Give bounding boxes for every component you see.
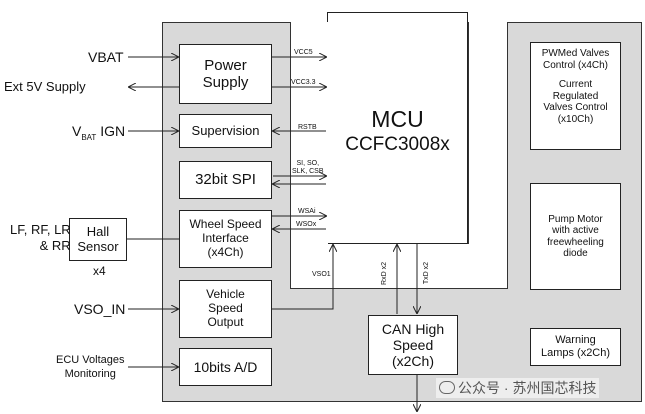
rxd-label: RxD x2: [381, 262, 388, 285]
vehicle-speed-block: Vehicle Speed Output: [179, 280, 272, 338]
warning-lamps-label: Warning Lamps (x2Ch): [540, 334, 611, 359]
wsa-label: WSAi: [298, 208, 316, 215]
watermark: 公众号 · 苏州国芯科技: [436, 378, 600, 398]
can-label: CAN High Speed (x2Ch): [381, 320, 445, 370]
ext5v-label: Ext 5V Supply: [4, 79, 86, 94]
vcc5-label: VCC5: [294, 49, 313, 56]
hall-count-label: x4: [93, 264, 106, 278]
supervision-block: Supervision: [179, 114, 272, 148]
supervision-label: Supervision: [191, 122, 260, 138]
watermark-text: 公众号 · 苏州国芯科技: [458, 380, 597, 396]
vso-line: [272, 245, 333, 310]
vbat-ign-suffix: IGN: [100, 123, 126, 139]
pump-motor-label: Pump Motor with active freewheeling diod…: [547, 213, 604, 260]
adc-block: 10bits A/D: [179, 348, 272, 386]
mcu-part: CCFC3008x: [345, 134, 450, 156]
regulated-valves-label: Current Regulated Valves Control (x10Ch): [543, 79, 608, 125]
mcu-block: MCU CCFC3008x: [327, 12, 468, 244]
vbat-label: VBAT: [88, 49, 124, 65]
pwm-valves-label: PWMed Valves Control (x4Ch): [541, 48, 610, 71]
spi-signals-label: SI, SO, SLK, CSB: [292, 160, 324, 176]
vbat-ign-label: VBAT IGN: [72, 123, 125, 142]
power-supply-label: Power Supply: [202, 56, 249, 91]
vbat-ign-main: V: [72, 123, 82, 139]
warning-lamps-block: Warning Lamps (x2Ch): [530, 328, 621, 366]
pwm-valves-block: PWMed Valves Control (x4Ch) Current Regu…: [530, 42, 621, 150]
mcu-right-cutout: [468, 22, 508, 289]
hall-sensor-label: Hall Sensor: [77, 223, 119, 254]
wso-label: WSOx: [296, 221, 317, 228]
adc-label: 10bits A/D: [193, 358, 258, 375]
can-block: CAN High Speed (x2Ch): [368, 315, 458, 375]
spi-block: 32bit SPI: [179, 161, 272, 199]
hall-sensor-block: Hall Sensor: [69, 218, 127, 261]
vso-label: VSO1: [312, 271, 331, 278]
wheel-inputs-label: LF, RF, LR & RR: [10, 222, 71, 253]
spi-label: 32bit SPI: [195, 171, 256, 189]
ecu-voltages-label: ECU Voltages Monitoring: [56, 354, 125, 380]
vehicle-speed-label: Vehicle Speed Output: [206, 287, 245, 329]
watermark-icon: [439, 381, 455, 394]
pump-motor-block: Pump Motor with active freewheeling diod…: [530, 183, 621, 290]
vbat-ign-sub: BAT: [81, 132, 97, 142]
txd-label: TxD x2: [423, 262, 430, 285]
mcu-title: MCU: [371, 106, 424, 132]
vso-in-label: VSO_IN: [74, 301, 126, 317]
rstb-label: RSTB: [298, 124, 317, 131]
vcc33-label: VCC3.3: [291, 79, 316, 86]
power-supply-block: Power Supply: [179, 44, 272, 104]
wheel-speed-block: Wheel Speed Interface (x4Ch): [179, 210, 272, 268]
wheel-speed-label: Wheel Speed Interface (x4Ch): [189, 217, 262, 259]
mcu-bottom-strip: [290, 244, 470, 289]
